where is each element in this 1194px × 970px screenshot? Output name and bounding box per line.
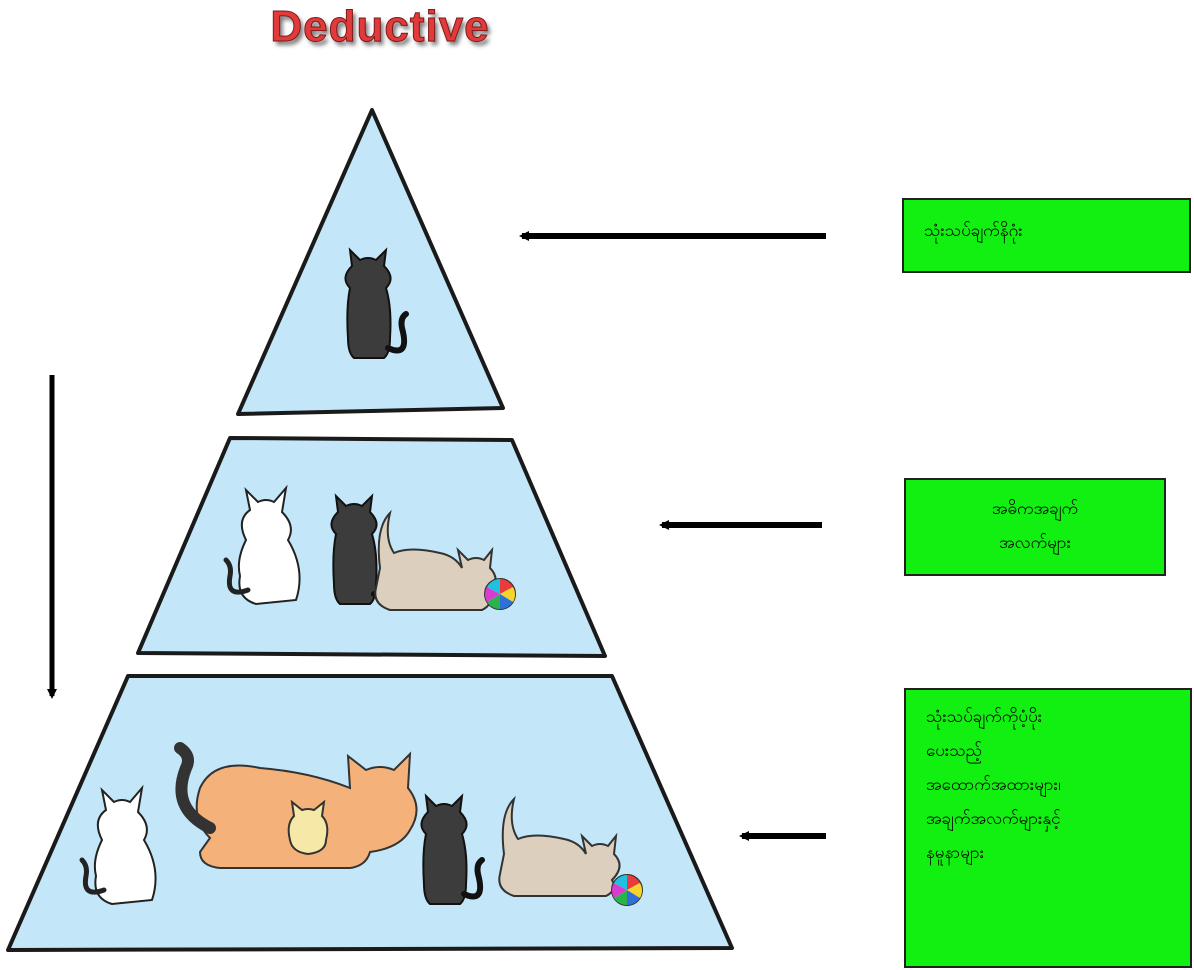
label-main-facts: အဓိကအချက် အလက်များ (904, 478, 1166, 576)
label-supporting-evidence: သုံးသပ်ချက်ကိုပံ့ပိုး ပေးသည့် အထောက်အထား… (904, 688, 1192, 968)
ball (610, 874, 644, 907)
label-line: အလက်များ (999, 533, 1071, 553)
yellow-kitten (287, 799, 329, 856)
diagram-title: Deductive (270, 2, 490, 52)
ball (483, 578, 517, 611)
label-line: နမူနာများ (926, 843, 985, 863)
label-general-theory: သုံးသပ်ချက်နိဂုံး (902, 198, 1191, 273)
label-line: အဓိကအချက် (991, 499, 1079, 519)
label-line: ပေးသည့် (926, 741, 983, 761)
label-line: သုံးသပ်ချက်နိဂုံး (924, 221, 1023, 241)
label-line: အချက်အလက်များနှင့် (926, 809, 1061, 829)
label-line: အထောက်အထားများ၊ (926, 775, 1061, 795)
label-line: သုံးသပ်ချက်ကိုပံ့ပိုး (926, 707, 1043, 727)
